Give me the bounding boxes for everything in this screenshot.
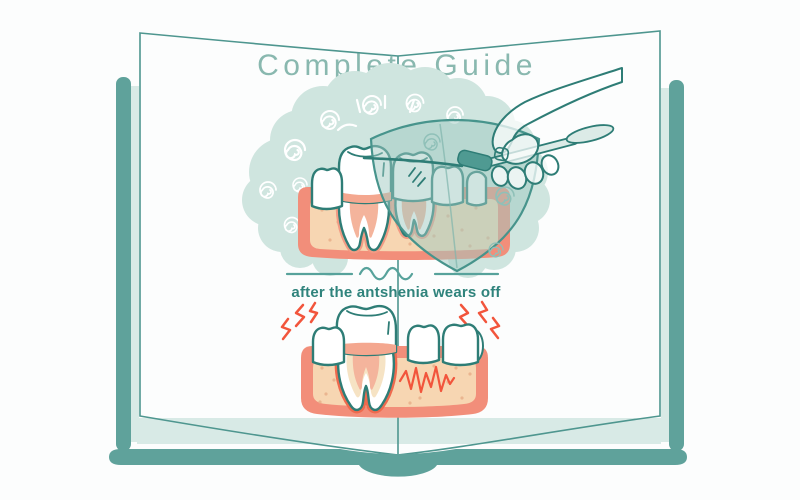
probe-handle (565, 124, 615, 144)
pain-bolt (280, 317, 292, 341)
section-caption: after the antshenia wears off (291, 284, 501, 301)
pain-zigzags (280, 300, 501, 341)
thumb-nail (493, 146, 510, 162)
molar1-neckband (339, 192, 391, 203)
hand-back-and-index-finger (491, 67, 623, 154)
upper-premolar-left (310, 167, 344, 211)
lower-molar-neckband (337, 342, 396, 355)
finger-tips (490, 154, 560, 190)
thumb (501, 133, 540, 165)
lower-molar (334, 304, 398, 414)
probe-grip (457, 149, 493, 172)
pain-bolt (477, 300, 489, 324)
lower-tooth-left (311, 326, 346, 367)
cover-bottom-band (109, 449, 687, 477)
cloud-swirls (259, 93, 464, 234)
open-pages (139, 30, 661, 456)
molar1-canal (349, 198, 379, 238)
right-page-edge (661, 88, 671, 442)
pain-bolt (458, 303, 470, 328)
bottom-page-stack (137, 418, 661, 444)
page-edge-strips (129, 86, 671, 444)
probe-tip (362, 156, 464, 168)
lower-molar-canal (352, 352, 380, 390)
probe-contact-marks (408, 167, 426, 187)
book-cover (109, 77, 687, 477)
hand-with-probe (362, 67, 623, 190)
shield-fold-line (439, 123, 458, 269)
open-book (109, 30, 687, 477)
pain-bolt (489, 316, 501, 340)
pain-bolt (294, 303, 306, 328)
lower-tooth-right-1 (406, 324, 441, 365)
divider-wave (358, 266, 414, 281)
pain-bolt (308, 301, 319, 324)
left-page-edge (129, 86, 139, 442)
pain-waveform (398, 365, 456, 394)
lower-tooth-right-2 (441, 323, 480, 367)
cover-right-edge (669, 80, 684, 451)
section-divider (285, 266, 500, 281)
cover-left-edge (116, 77, 131, 451)
